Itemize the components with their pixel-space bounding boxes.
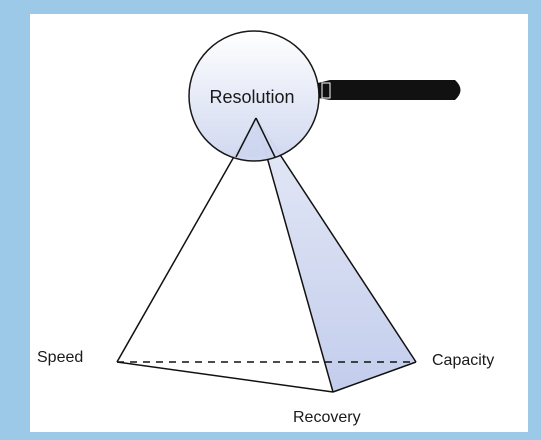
edge-recovery-capacity xyxy=(332,361,417,393)
edge-apex-recovery xyxy=(255,117,334,393)
edge-speed-recovery xyxy=(116,361,334,393)
label-recovery: Recovery xyxy=(293,409,361,426)
pyramid-shaded-face xyxy=(256,118,416,392)
edge-apex-capacity xyxy=(255,117,417,363)
magnifying-glass-icon xyxy=(188,30,461,162)
label-capacity: Capacity xyxy=(432,352,494,369)
label-speed: Speed xyxy=(37,349,83,366)
edge-apex-speed xyxy=(116,117,257,363)
label-resolution: Resolution xyxy=(209,87,294,107)
